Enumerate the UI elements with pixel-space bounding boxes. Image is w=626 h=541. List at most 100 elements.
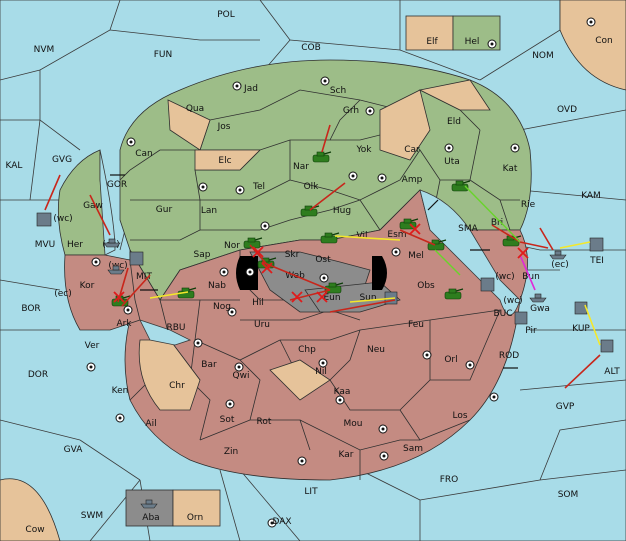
sea-label: GVG [52, 155, 72, 165]
fleet-kor [107, 265, 125, 275]
region-car[interactable] [379, 89, 431, 161]
sc-olk [348, 171, 358, 181]
land-label: Kor [80, 281, 95, 291]
land-label: Sap [194, 250, 211, 260]
sea-label: POL [217, 10, 235, 20]
land-label: Ver [85, 341, 100, 351]
sc-mel [391, 247, 401, 257]
sc-sot [225, 399, 235, 409]
sea-label: RBU [166, 323, 185, 333]
army-eun [324, 282, 344, 294]
sea-rbu [139, 319, 192, 346]
land-label: Sot [220, 415, 235, 425]
land-label: Qwi [233, 371, 250, 381]
sea-label: ROD [499, 351, 519, 361]
red-territory [124, 189, 528, 481]
land-label: Elc [218, 156, 231, 166]
sc-sch [320, 76, 330, 86]
fleet-gaw [103, 238, 121, 248]
region-chr[interactable] [138, 339, 201, 411]
land-label: Uru [254, 320, 270, 330]
sc-mou [378, 424, 388, 434]
sc-ark [123, 305, 133, 315]
region-nil[interactable] [269, 359, 331, 401]
land-label: Hug [333, 206, 351, 216]
coast-label: (ec) [551, 260, 569, 270]
land-label: Chr [169, 381, 185, 391]
sea-label: DAX [272, 517, 291, 527]
land-label: Ken [112, 386, 129, 396]
sc-kat [510, 143, 520, 153]
sea-label: NOM [532, 51, 554, 61]
sea-label: KAM [581, 191, 601, 201]
land-label: Jad [243, 84, 258, 94]
land-label: Bar [201, 360, 217, 370]
land-label: Can [135, 149, 153, 159]
land-label: Nor [224, 241, 240, 251]
sc-kar [379, 451, 389, 461]
fleet-smabox [480, 277, 495, 292]
sc-amp [377, 173, 387, 183]
land-label: Esm [387, 230, 406, 240]
army-mel [427, 239, 447, 251]
land-label: Sch [330, 86, 346, 96]
sc-los [489, 392, 499, 402]
sea-label: MIT [136, 272, 152, 282]
land-label: Ail [145, 419, 156, 429]
sea-label: OVD [557, 105, 577, 115]
land-label: Jos [217, 122, 231, 132]
sc-con [586, 17, 596, 27]
dislodge-marks [113, 223, 529, 303]
land-label: Orl [444, 355, 457, 365]
fleet-mit [129, 251, 144, 266]
legend-box-orn[interactable] [172, 489, 221, 527]
coast-label: (wc) [53, 214, 72, 224]
land-label: Eun [323, 293, 340, 303]
army-vil [320, 232, 340, 244]
land-label: Nog [213, 302, 231, 312]
fleet-aba-legend [140, 499, 158, 509]
fleet-pir [514, 311, 528, 325]
sc-jad [232, 81, 242, 91]
units [36, 151, 614, 353]
sea-label: BOR [21, 304, 40, 314]
fleet-kup [574, 301, 588, 315]
land-label: Rie [521, 200, 536, 210]
region-elc[interactable] [194, 149, 261, 171]
sc-ver [86, 362, 96, 372]
land-label: Kar [339, 450, 354, 460]
region-eld[interactable] [418, 79, 491, 111]
sea-label: NVM [34, 45, 55, 55]
legend-label: Orn [187, 513, 203, 523]
land-label: Nil [315, 367, 327, 377]
sea-label: TEI [589, 256, 604, 266]
legend-label: Elf [426, 37, 438, 47]
sea-label: Con [595, 36, 613, 46]
fleet-tei [589, 237, 604, 252]
land-label: Yok [355, 145, 372, 155]
sea-label: LIT [304, 487, 318, 497]
sc-zin [297, 456, 307, 466]
sea-gor-channel [99, 149, 116, 256]
army-hug [300, 205, 320, 217]
sea-label: DOR [28, 370, 48, 380]
sea-label: FUN [154, 50, 173, 60]
sea-label: SMA [458, 224, 478, 234]
legend-box-hel[interactable] [452, 15, 501, 51]
sc-tel [235, 185, 245, 195]
orders [44, 124, 601, 389]
land-label: Amp [402, 175, 423, 185]
land-label: Neu [367, 345, 385, 355]
land-label: Hil [252, 298, 264, 308]
sc-sap [219, 267, 229, 277]
land-label: Lan [201, 206, 217, 216]
land-label: Gwa [530, 304, 550, 314]
land-label: Los [452, 411, 467, 421]
land-label: Skr [285, 250, 300, 260]
fleet-gwa [529, 293, 547, 303]
sc-ost [319, 273, 329, 283]
